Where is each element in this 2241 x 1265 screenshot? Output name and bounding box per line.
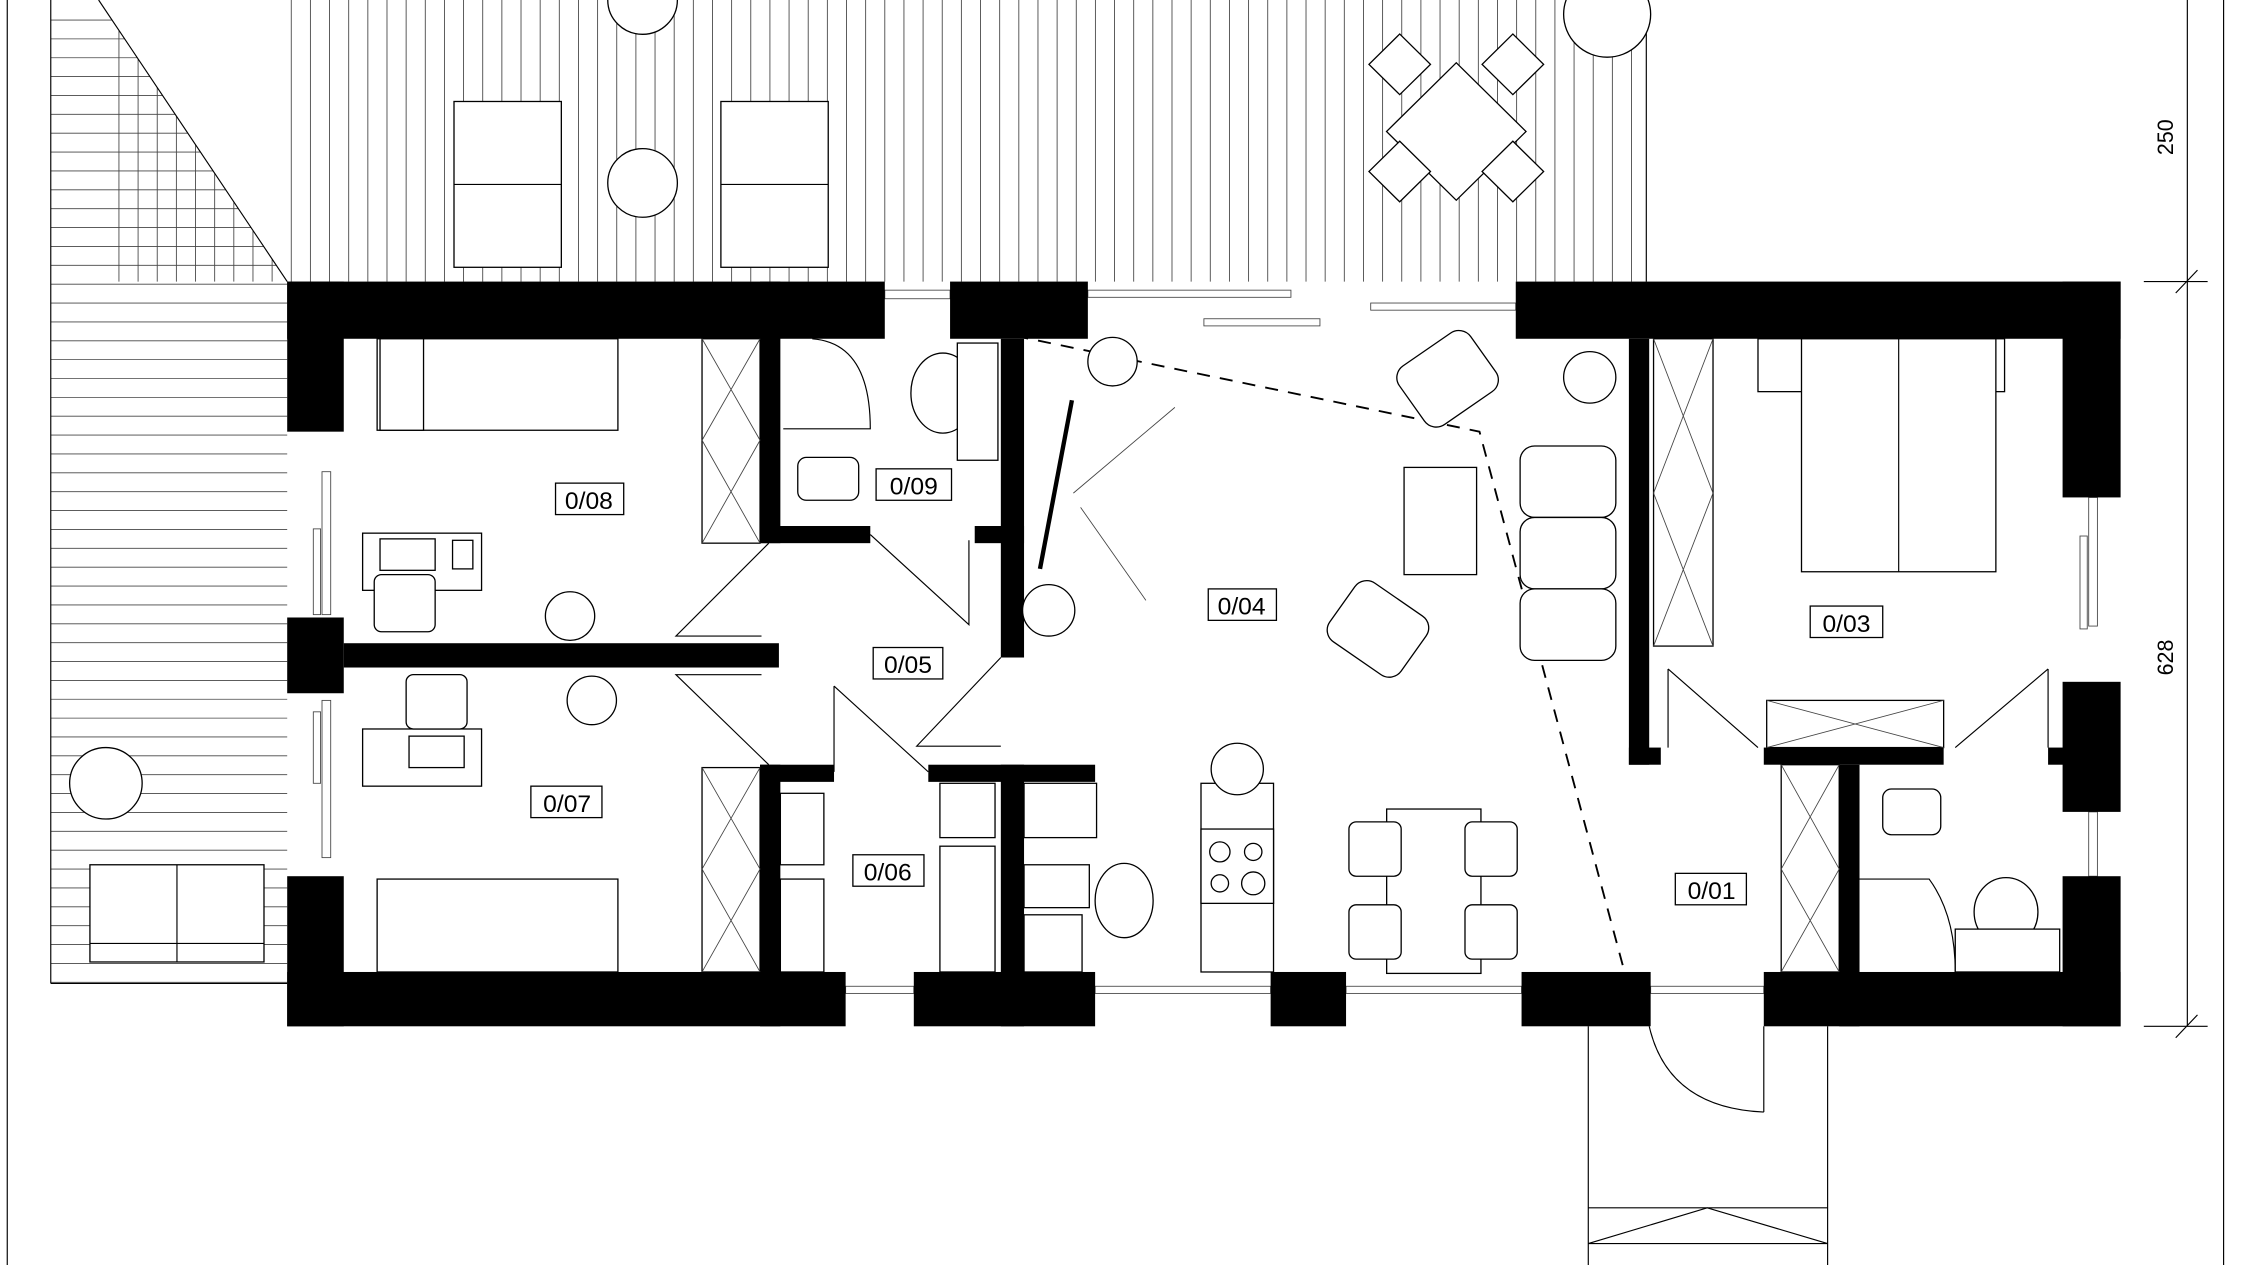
door-swings: [674, 338, 2049, 1113]
room-label-text: 0/09: [890, 474, 938, 501]
terrace-furniture: [68, 0, 1652, 963]
circulation-line: [1015, 334, 1626, 973]
stair-lines: [1073, 407, 1176, 601]
dimension-line: [2143, 0, 2208, 1039]
room-label-text: 0/07: [543, 791, 591, 818]
room-label-text: 0/03: [1822, 611, 1870, 638]
room-label-0-05: 0/05: [872, 646, 944, 680]
walls: [287, 281, 2121, 1027]
terrace-left: [50, 19, 288, 983]
room-labels: 0/01 0/03 0/04 0/05 0/06 0/07 0/08 0/09: [530, 468, 1884, 906]
room-label-0-04: 0/04: [1207, 588, 1278, 621]
entrance-porch: [1587, 1026, 1829, 1265]
furniture: [361, 329, 2061, 975]
room-label-0-08: 0/08: [554, 482, 625, 516]
room-label-text: 0/01: [1688, 878, 1736, 905]
dimension-terrace-depth: 250: [2153, 119, 2178, 155]
room-label-0-07: 0/07: [530, 785, 603, 819]
room-label-text: 0/06: [864, 860, 912, 887]
room-label-0-03: 0/03: [1809, 605, 1884, 639]
room-label-0-06: 0/06: [852, 854, 925, 887]
partition-glass: [1037, 399, 1075, 570]
room-label-text: 0/04: [1218, 594, 1266, 621]
room-label-0-09: 0/09: [875, 468, 953, 501]
room-label-text: 0/05: [884, 652, 932, 679]
room-label-text: 0/08: [565, 488, 613, 515]
room-label-0-01: 0/01: [1674, 872, 1748, 906]
dimension-building-depth: 628: [2153, 640, 2178, 676]
terrace-diagonal: [98, 0, 288, 282]
